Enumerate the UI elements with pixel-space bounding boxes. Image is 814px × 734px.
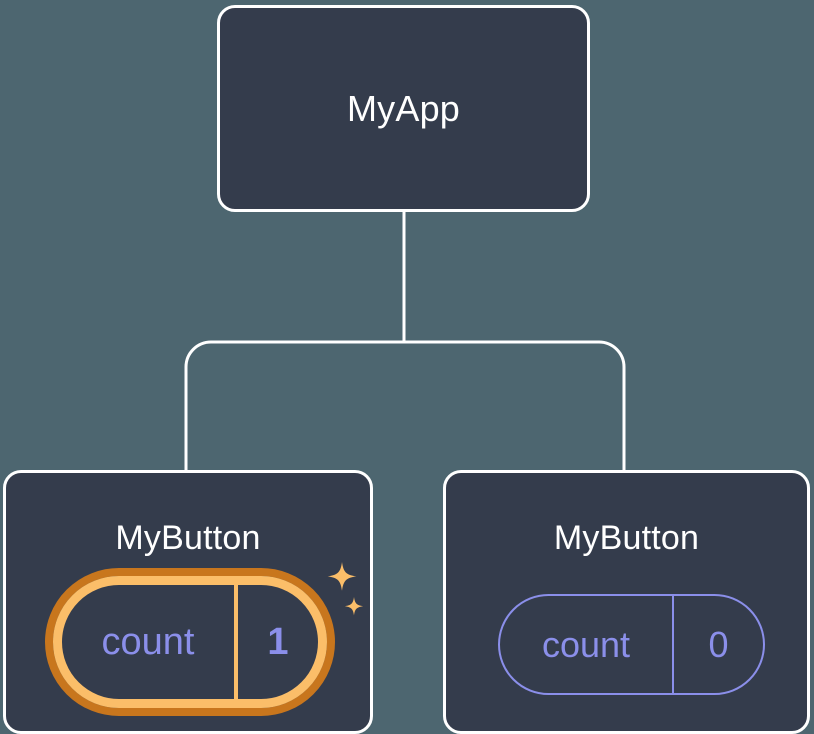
node-mybutton-right[interactable]: MyButton count 0	[443, 470, 810, 734]
state-pill-plain[interactable]: count 0	[498, 594, 765, 695]
node-mybutton-left-label: MyButton	[115, 519, 261, 557]
node-mybutton-right-label: MyButton	[553, 519, 700, 557]
four-point-star-small-icon	[344, 597, 364, 616]
state-pill-highlighted[interactable]: count 1	[45, 568, 335, 716]
four-point-star-icon	[327, 562, 357, 591]
node-myapp[interactable]: MyApp	[217, 5, 590, 212]
state-value-label: 0	[708, 623, 729, 665]
node-myapp-label: MyApp	[346, 87, 461, 129]
edge-to-mybutton-right	[404, 340, 626, 472]
state-key-label: count	[500, 596, 674, 693]
sparkle-group	[327, 562, 364, 616]
edge-to-mybutton-left	[184, 340, 404, 472]
state-value-label: 1	[267, 621, 289, 663]
state-pill-outer-ring	[45, 568, 335, 716]
state-key-label: count	[62, 585, 238, 699]
state-pill-inner[interactable]: count 1	[53, 576, 327, 708]
